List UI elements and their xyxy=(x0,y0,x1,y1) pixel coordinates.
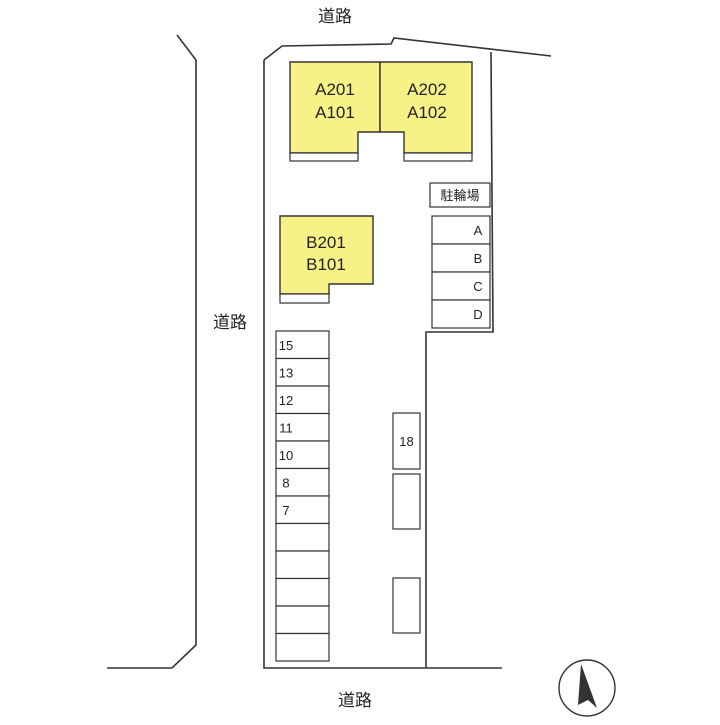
parking-space xyxy=(275,577,330,607)
road-label-left: 道路 xyxy=(213,313,247,332)
parking-space-label: 12 xyxy=(279,393,293,408)
parking-space-label: 11 xyxy=(279,420,293,435)
bicycle-slot xyxy=(431,271,491,301)
parking-space-label: 8 xyxy=(282,475,289,490)
parking-space xyxy=(275,440,330,470)
bicycle-slot-label: D xyxy=(473,307,482,322)
unit-label-a101: A101 xyxy=(315,103,355,122)
building-a2-balcony xyxy=(403,152,473,162)
bicycle-slot-label: B xyxy=(474,251,483,266)
parking-space xyxy=(275,522,330,552)
parking-space xyxy=(275,412,330,442)
unit-label-a202: A202 xyxy=(407,80,447,99)
parking-space-label: 10 xyxy=(279,448,293,463)
north-arrow-pointer xyxy=(578,664,597,708)
parking-left-column: 15 13 12 11 10 8 7 xyxy=(275,330,330,662)
parking-space xyxy=(392,473,421,530)
unit-label-a102: A102 xyxy=(407,103,447,122)
parking-right-column: 18 xyxy=(392,412,421,634)
parking-space-label: 13 xyxy=(279,365,293,380)
parking-space xyxy=(392,577,421,634)
parking-space xyxy=(275,605,330,635)
unit-label-b101: B101 xyxy=(306,255,346,274)
parking-space-label: 7 xyxy=(282,503,289,518)
bicycle-slot-label: C xyxy=(473,279,482,294)
site-boundary-left-bottom xyxy=(263,60,502,669)
building-a: A201 A101 A202 A102 xyxy=(289,61,473,162)
left-road-edge xyxy=(107,34,197,669)
site-boundary-top xyxy=(263,37,552,61)
parking-space xyxy=(275,550,330,580)
parking-space xyxy=(275,632,330,662)
bicycle-slot-label: A xyxy=(474,223,483,238)
building-b: B201 B101 xyxy=(279,215,374,304)
parking-space xyxy=(275,495,330,525)
bicycle-slot xyxy=(431,215,491,245)
unit-label-b201: B201 xyxy=(306,233,346,252)
bicycle-parking-title: 駐輪場 xyxy=(440,188,479,203)
road-label-bottom: 道路 xyxy=(338,691,372,710)
building-a1-balcony xyxy=(289,152,359,162)
road-label-top: 道路 xyxy=(318,7,352,26)
unit-label-a201: A201 xyxy=(315,80,355,99)
parking-space-label: 15 xyxy=(279,338,293,353)
north-arrow-icon xyxy=(558,659,616,717)
parking-space-label: 18 xyxy=(399,434,413,449)
parking-space xyxy=(392,412,421,470)
north-arrow-circle xyxy=(558,659,616,717)
building-b-balcony xyxy=(279,293,330,304)
site-boundary-right xyxy=(425,51,494,668)
parking-space xyxy=(275,330,330,360)
bicycle-parking-title-box xyxy=(429,182,491,208)
bicycle-slot xyxy=(431,299,491,329)
parking-space xyxy=(275,357,330,387)
